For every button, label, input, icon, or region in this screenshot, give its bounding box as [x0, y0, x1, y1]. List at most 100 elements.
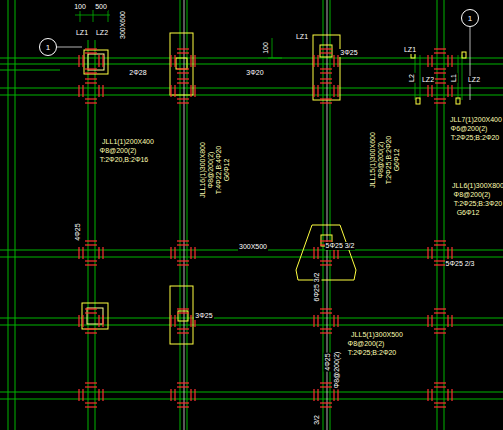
drawing-annotation: Φ8@200(2) [377, 141, 385, 180]
rebar-tick [79, 49, 452, 407]
rebar-tick [85, 72, 97, 73]
rebar-tick [427, 247, 428, 259]
column-pad [456, 98, 460, 104]
rebar-tick [320, 48, 332, 49]
axis-line [57, 0, 470, 430]
rebar-tick [190, 85, 191, 97]
rebar-tick [427, 315, 428, 327]
grid-line [15, 0, 16, 430]
rebar-tick [85, 328, 97, 329]
rebar-tick [190, 315, 191, 327]
grid-line [0, 70, 60, 71]
rebar-tick [317, 247, 318, 259]
rebar-tick [82, 389, 83, 401]
rebar-tick [177, 308, 189, 309]
column-pad [82, 303, 108, 329]
grid-line [444, 0, 445, 430]
rebar-tick [190, 247, 191, 259]
rebar-tick [85, 260, 97, 261]
column-pad [87, 308, 103, 324]
rebar-tick [177, 68, 189, 69]
rebar-tick [447, 389, 448, 401]
drawing-annotation: JLL16(1)300X800 [199, 141, 207, 199]
rebar-tick [434, 308, 446, 309]
rebar-tick [313, 389, 314, 401]
rebar-tick [102, 247, 103, 259]
rebar-tick [82, 315, 83, 327]
rebar-tick [177, 402, 189, 403]
rebar-tick [170, 389, 171, 401]
rebar-tick [451, 85, 452, 97]
rebar-tick [333, 85, 334, 97]
drawing-annotation: 4Φ25 [324, 352, 332, 371]
drawing-annotation: LZ1 [295, 33, 309, 41]
grid-line [8, 0, 9, 430]
rebar-tick [434, 332, 446, 333]
drawing-annotation: Φ8@200(2) [207, 151, 215, 190]
column-pad [84, 50, 108, 74]
rebar-tick [194, 389, 195, 401]
section-number: 1 [46, 43, 50, 52]
rebar-tick [98, 389, 99, 401]
rebar-tick [431, 247, 432, 259]
rebar-tick [337, 389, 338, 401]
column-pad [296, 225, 356, 280]
drawing-annotation: L2 [408, 73, 416, 83]
rebar-tick [427, 55, 428, 67]
drawing-annotation: JLL6(1)300X800 [451, 182, 503, 190]
rebar-tick [177, 260, 189, 261]
rebar-tick [174, 55, 175, 67]
drawing-annotation: T:2Φ20,B:2Φ16 [99, 156, 150, 164]
rebar-tick [313, 85, 314, 97]
rebar-tick [85, 52, 97, 53]
drawing-annotation: 300X600 [119, 10, 127, 40]
rebar-tick [78, 85, 79, 97]
rebar-tick [194, 85, 195, 97]
rebar-tick [98, 247, 99, 259]
drawing-annotation: LZ2 [421, 76, 435, 84]
rebar-tick [320, 402, 332, 403]
rebar-tick [85, 48, 97, 49]
rebar-tick [174, 389, 175, 401]
drawing-annotation: Φ8@200(2) [99, 147, 138, 155]
rebar-tick [177, 406, 189, 407]
rebar-tick [102, 389, 103, 401]
rebar-tick [434, 386, 446, 387]
rebar-tick [177, 240, 189, 241]
drawing-annotation: 300X500 [238, 243, 268, 251]
rebar-tick [313, 55, 314, 67]
drawing-annotation: 2Φ28 [128, 69, 147, 77]
rebar-tick [434, 406, 446, 407]
section-marker: 1 [461, 9, 479, 27]
drawing-annotation: T:4Φ22,B:4Φ20 [215, 145, 223, 196]
rebar-tick [333, 315, 334, 327]
rebar-tick [320, 264, 332, 265]
rebar-tick [434, 382, 446, 383]
rebar-tick [98, 85, 99, 97]
rebar-tick [85, 386, 97, 387]
rebar-tick [78, 389, 79, 401]
rebar-tick [177, 264, 189, 265]
rebar-tick [177, 332, 189, 333]
rebar-tick [337, 315, 338, 327]
rebar-tick [177, 102, 189, 103]
grid-line [437, 0, 438, 430]
rebar-tick [78, 247, 79, 259]
rebar-tick [320, 52, 332, 53]
rebar-tick [177, 328, 189, 329]
rebar-tick [78, 55, 79, 67]
rebar-tick [98, 55, 99, 67]
column-pad [313, 35, 340, 100]
rebar-tick [451, 389, 452, 401]
rebar-tick [177, 382, 189, 383]
section-number: 1 [468, 14, 472, 23]
drawing-annotation: LZ2 [95, 29, 109, 37]
drawing-annotation: T:2Φ25;B:2Φ20 [347, 349, 398, 357]
rebar-tick [102, 315, 103, 327]
drawing-annotation: LZ1 [403, 46, 417, 54]
rebar-tick [102, 85, 103, 97]
rebar-tick [85, 244, 97, 245]
rebar-tick [170, 315, 171, 327]
drawing-annotation: Φ6@200(2) [450, 125, 489, 133]
